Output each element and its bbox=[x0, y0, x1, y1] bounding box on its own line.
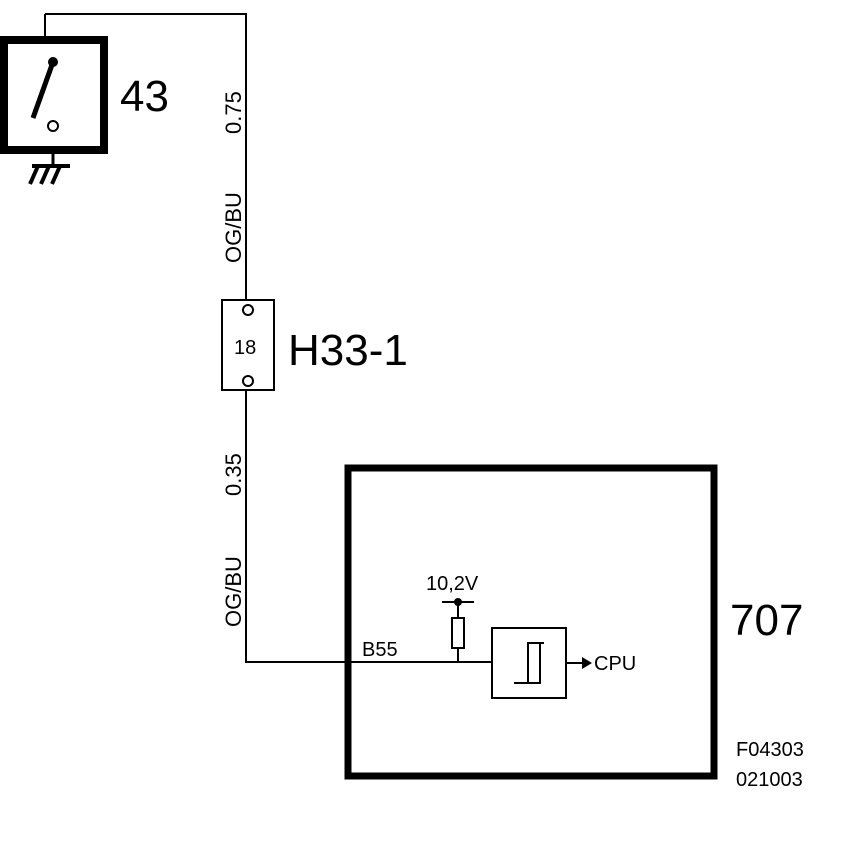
switch-box bbox=[0, 36, 108, 154]
figure-date: 021003 bbox=[736, 769, 803, 791]
module-component: B55 10,2V CPU bbox=[344, 464, 718, 780]
wire-upper-size: 0.75 bbox=[221, 91, 246, 134]
figure-code: F04303 bbox=[736, 739, 804, 761]
connector-pin-bottom bbox=[242, 375, 254, 387]
connector-pin-number: 18 bbox=[234, 337, 256, 359]
connector-pin-top bbox=[242, 304, 254, 316]
connector-id: H33-1 bbox=[288, 326, 408, 375]
wire-lower-size: 0.35 bbox=[221, 453, 246, 496]
cpu-arrow-head bbox=[582, 657, 592, 669]
switch-id: 43 bbox=[120, 72, 169, 121]
ground-icon bbox=[28, 150, 70, 185]
wire-upper bbox=[44, 13, 247, 302]
wire-lower bbox=[245, 386, 492, 663]
module-box bbox=[344, 464, 718, 780]
switch-component: 43 bbox=[0, 36, 169, 185]
module-pin-label: B55 bbox=[362, 639, 398, 661]
module-id: 707 bbox=[730, 596, 803, 645]
comparator-icon bbox=[491, 627, 567, 699]
switch-icon bbox=[30, 57, 59, 132]
wire-upper-color: OG/BU bbox=[221, 192, 246, 263]
resistor-icon bbox=[451, 617, 465, 649]
module-output: CPU bbox=[594, 653, 636, 675]
module-voltage: 10,2V bbox=[426, 573, 479, 595]
connector-component: 18 H33-1 bbox=[221, 299, 408, 391]
wire-lower-color: OG/BU bbox=[221, 556, 246, 627]
